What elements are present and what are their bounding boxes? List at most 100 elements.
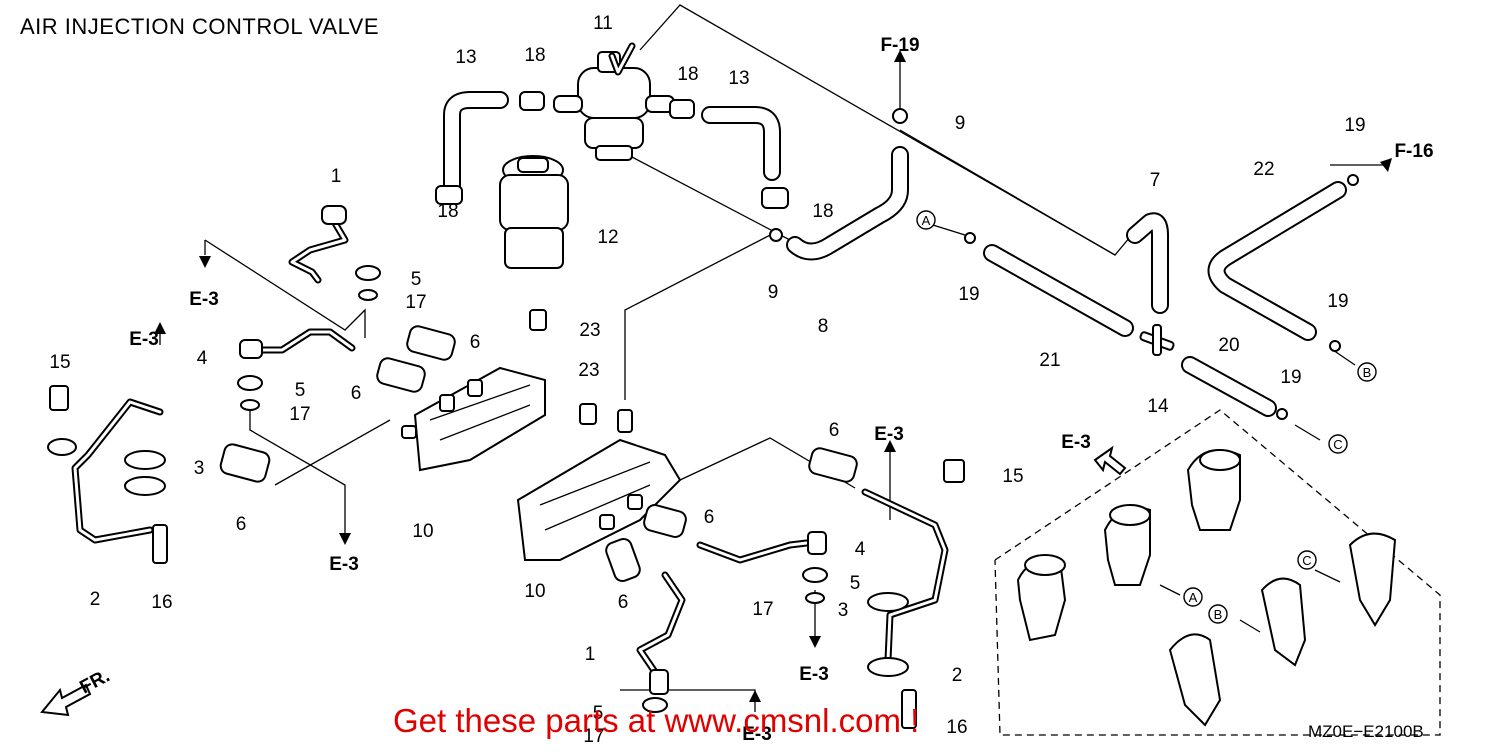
callout-1: 1 <box>331 166 342 187</box>
air-injection-valve-11 <box>553 42 675 161</box>
callout-6: 6 <box>704 507 715 528</box>
connector-a: A <box>1183 587 1203 607</box>
reference-f-19: F-19 <box>880 35 919 56</box>
callout-21: 21 <box>1039 350 1060 371</box>
callout-10: 10 <box>524 581 545 602</box>
callout-6: 6 <box>470 332 481 353</box>
connector-letter: C <box>1302 553 1311 568</box>
callout-11: 11 <box>593 13 613 34</box>
connector-circle <box>1297 550 1317 570</box>
callout-4: 4 <box>197 348 208 369</box>
callout-16: 16 <box>151 592 172 613</box>
callout-8: 8 <box>818 316 829 337</box>
callout-23: 23 <box>578 360 599 381</box>
callout-19: 19 <box>1280 367 1301 388</box>
callout-7: 7 <box>1150 170 1161 191</box>
callout-18: 18 <box>677 64 698 85</box>
hose-8 <box>786 146 909 261</box>
callout-6: 6 <box>351 383 362 404</box>
callout-5: 5 <box>295 380 306 401</box>
hose-13-right <box>701 106 781 181</box>
callout-14: 14 <box>1147 396 1169 417</box>
callout-19: 19 <box>958 284 979 305</box>
connector-layer: A A B B C C <box>916 210 1377 624</box>
leader-lines <box>159 4 1441 736</box>
callout-22: 22 <box>1253 159 1274 180</box>
connector-b: B <box>1357 362 1377 382</box>
callout-6: 6 <box>618 592 629 613</box>
page-title: AIR INJECTION CONTROL VALVE <box>20 14 380 39</box>
reference-e-3: E-3 <box>742 724 772 745</box>
callout-2: 2 <box>952 665 963 686</box>
callout-17: 17 <box>405 292 426 313</box>
callout-6: 6 <box>829 420 840 441</box>
reed-valve-cover-10-lower <box>516 409 682 561</box>
connector-letter: B <box>1363 365 1372 380</box>
reference-e-3: E-3 <box>799 664 829 685</box>
reference-e-3: E-3 <box>129 329 159 350</box>
hose-22 <box>1207 181 1347 341</box>
reference-f-16: F-16 <box>1394 141 1433 162</box>
promo-text: Get these parts at www.cmsnl.com ! <box>393 702 920 739</box>
callout-15: 15 <box>49 352 70 373</box>
solenoid-12 <box>499 155 569 269</box>
hose-21 <box>983 244 1134 337</box>
connector-circle <box>916 210 936 230</box>
pipe-1-lower <box>636 571 686 676</box>
callout-5: 5 <box>411 269 422 290</box>
callout-17: 17 <box>752 599 773 620</box>
callout-18: 18 <box>524 45 545 66</box>
front-direction-arrow: FR. <box>40 666 113 717</box>
callout-2: 2 <box>90 589 101 610</box>
connector-letter: A <box>1189 590 1198 605</box>
callout-18: 18 <box>437 201 458 222</box>
reference-arrows <box>154 50 1392 702</box>
callout-3: 3 <box>838 600 849 621</box>
callout-5: 5 <box>850 573 861 594</box>
fittings <box>47 91 1359 729</box>
callout-6: 6 <box>236 514 247 535</box>
pipe-2-left <box>71 398 164 544</box>
connector-circle <box>1183 587 1203 607</box>
callout-4: 4 <box>855 539 866 560</box>
reference-e-3: E-3 <box>1061 432 1091 453</box>
callout-1: 1 <box>585 644 596 665</box>
connector-c: C <box>1297 550 1317 570</box>
connector-letter: A <box>922 213 931 228</box>
pipe-2-right <box>861 488 949 664</box>
callout-18: 18 <box>812 201 833 222</box>
callout-19: 19 <box>1327 291 1348 312</box>
pipe-4-upper <box>254 328 356 354</box>
callout-20: 20 <box>1218 335 1239 356</box>
callout-16: 16 <box>946 717 967 738</box>
callout-13: 13 <box>728 68 749 89</box>
connector-b: B <box>1208 604 1228 624</box>
intake-pipes <box>1016 449 1397 727</box>
pipe-4-lower <box>696 538 819 564</box>
pipe-1-upper <box>288 214 349 284</box>
callout-3: 3 <box>194 458 205 479</box>
connector-c: C <box>1328 434 1348 454</box>
callout-19: 19 <box>1344 115 1365 136</box>
connector-a: A <box>916 210 936 230</box>
callout-17: 17 <box>289 404 310 425</box>
callout-12: 12 <box>597 227 618 248</box>
reference-layer: F-19F-16E-3E-3E-3E-3E-3E-3E-3 <box>129 35 1433 745</box>
connector-letter: B <box>1214 607 1223 622</box>
connector-circle <box>1357 362 1377 382</box>
reference-e-3: E-3 <box>329 554 359 575</box>
callout-17: 17 <box>583 726 604 747</box>
connector-letter: C <box>1333 437 1342 452</box>
reference-e-3: E-3 <box>189 289 219 310</box>
connector-circle <box>1328 434 1348 454</box>
reed-valve-cover-10-upper <box>401 366 546 472</box>
callout-9: 9 <box>955 113 966 134</box>
reference-e-3: E-3 <box>874 424 904 445</box>
callout-10: 10 <box>412 521 433 542</box>
diagram-code: MZ0E−E2100B <box>1308 722 1424 741</box>
callout-13: 13 <box>455 47 476 68</box>
callout-9: 9 <box>768 282 779 303</box>
